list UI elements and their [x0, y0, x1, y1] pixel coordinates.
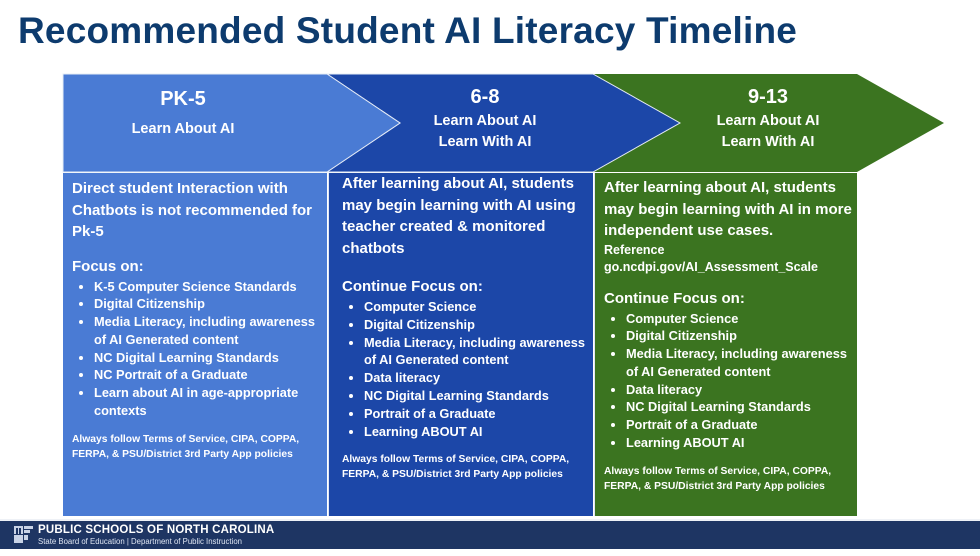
- stage-1-focus-list: K-5 Computer Science Standards Digital C…: [72, 278, 327, 420]
- stage-3-focus-label: Continue Focus on:: [604, 289, 745, 307]
- stage-3-policy-note: Always follow Terms of Service, CIPA, CO…: [604, 465, 832, 492]
- stage-1-policy-note: Always follow Terms of Service, CIPA, CO…: [72, 433, 300, 460]
- list-item: Media Literacy, including awareness of A…: [626, 345, 857, 381]
- list-item: Media Literacy, including awareness of A…: [364, 334, 593, 370]
- stage-1-intro: Direct student Interaction with Chatbots…: [72, 180, 313, 240]
- stage-3-panel: After learning about AI, students may be…: [594, 173, 857, 516]
- list-item: Learn about AI in age-appropriate contex…: [94, 384, 327, 420]
- stage-3-intro: After learning about AI, students may be…: [604, 179, 852, 239]
- arrow-stage-3: [593, 74, 944, 172]
- footer-org-name: PUBLIC SCHOOLS OF NORTH CAROLINA: [38, 524, 275, 536]
- list-item: NC Digital Learning Standards: [626, 398, 857, 416]
- list-item: NC Digital Learning Standards: [94, 349, 327, 367]
- list-item: Digital Citizenship: [364, 316, 593, 334]
- stage-1-header: PK-5 Learn About AI: [63, 88, 303, 140]
- page-title: Recommended Student AI Literacy Timeline: [18, 10, 798, 51]
- stage-2-focus-list: Computer Science Digital Citizenship Med…: [342, 298, 593, 440]
- stage-2-header: 6-8 Learn About AI Learn With AI: [360, 86, 610, 153]
- stage-2-intro: After learning about AI, students may be…: [342, 175, 576, 257]
- list-item: Data literacy: [364, 369, 593, 387]
- stage-3-header: 9-13 Learn About AI Learn With AI: [643, 86, 893, 153]
- list-item: Learning ABOUT AI: [364, 423, 593, 441]
- stage-1-focus-label: Focus on:: [72, 257, 144, 275]
- stage-2-panel: After learning about AI, students may be…: [328, 173, 593, 516]
- stage-3-grade: 9-13: [747, 86, 789, 108]
- arrow-stage-1: [62, 73, 401, 173]
- stage-2-grade: 6-8: [470, 86, 500, 108]
- list-item: Computer Science: [626, 310, 857, 328]
- stage-1-panel: Direct student Interaction with Chatbots…: [63, 173, 327, 516]
- list-item: Learning ABOUT AI: [626, 434, 857, 452]
- stage-2-subtitle-1: Learn About AI: [433, 113, 537, 129]
- timeline-arrows: [62, 73, 944, 173]
- list-item: Data literacy: [626, 381, 857, 399]
- stage-2-policy-note: Always follow Terms of Service, CIPA, CO…: [342, 454, 570, 481]
- list-item: Computer Science: [364, 298, 593, 316]
- stage-3-subtitle-2: Learn With AI: [721, 134, 815, 150]
- list-item: Digital Citizenship: [94, 295, 327, 313]
- ncdpi-logo-icon: [14, 526, 33, 543]
- stage-3-reference-label: Reference: [604, 242, 665, 257]
- stage-3-reference-link[interactable]: go.ncdpi.gov/AI_Assessment_Scale: [604, 260, 818, 274]
- footer-org-subtitle: State Board of Education | Department of…: [38, 537, 242, 546]
- list-item: Digital Citizenship: [626, 327, 857, 345]
- stage-3-focus-list: Computer Science Digital Citizenship Med…: [604, 310, 857, 452]
- footer-bar: PUBLIC SCHOOLS OF NORTH CAROLINA State B…: [0, 519, 980, 549]
- stage-1-subtitle: Learn About AI: [131, 121, 235, 137]
- list-item: Portrait of a Graduate: [364, 405, 593, 423]
- list-item: NC Digital Learning Standards: [364, 387, 593, 405]
- list-item: K-5 Computer Science Standards: [94, 278, 327, 296]
- stage-3-subtitle-1: Learn About AI: [716, 113, 820, 129]
- list-item: NC Portrait of a Graduate: [94, 366, 327, 384]
- list-item: Media Literacy, including awareness of A…: [94, 313, 327, 349]
- stage-2-focus-label: Continue Focus on:: [342, 278, 483, 295]
- stage-1-grade: PK-5: [160, 88, 206, 110]
- list-item: Portrait of a Graduate: [626, 416, 857, 434]
- stage-2-subtitle-2: Learn With AI: [438, 134, 532, 150]
